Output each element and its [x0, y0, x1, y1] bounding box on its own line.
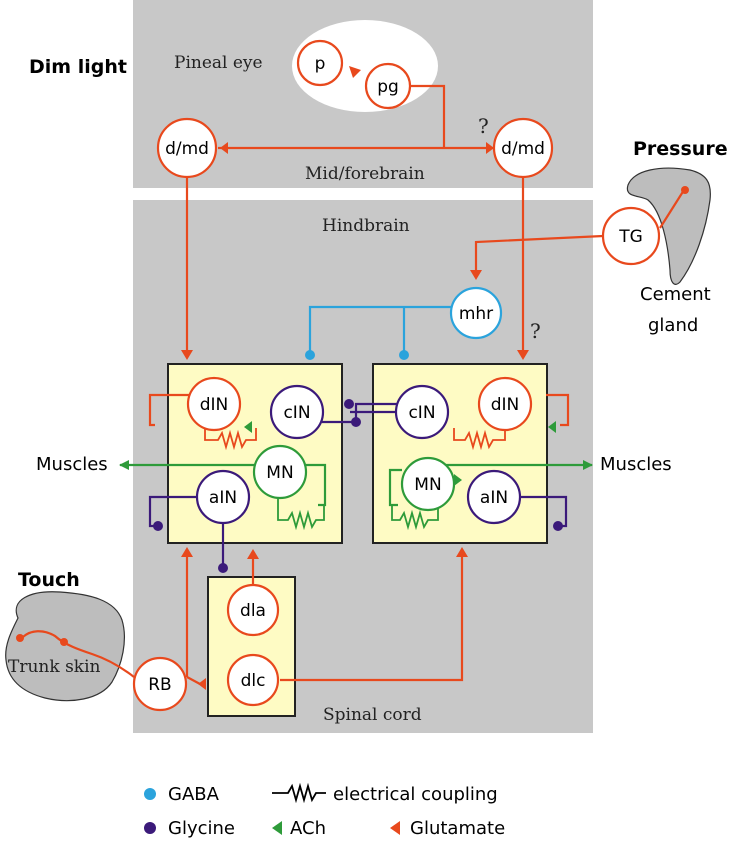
dlc-to-right-line [280, 552, 464, 682]
tg-afferent-line [659, 189, 685, 229]
glycine-synapse [153, 521, 163, 531]
glutamate-synapse [181, 547, 193, 557]
cement-gland-shape [626, 167, 711, 285]
electrical-coupling [204, 428, 257, 451]
legend-electrical-zigzag [272, 782, 326, 804]
ach-synapse [454, 474, 462, 486]
legend-ach-triangle [272, 821, 282, 835]
trunk-skin-afferent-line [19, 630, 135, 678]
neuron-din-left-label: dIN [200, 395, 229, 415]
glycine-synapse [553, 521, 563, 531]
neuron-dlc-label: dlc [241, 671, 266, 691]
glycine-synapse [351, 417, 361, 427]
legend-glutamate-triangle [390, 821, 400, 835]
pineal-eye-label: Pineal eye [174, 53, 263, 73]
legend-gaba-label: GABA [168, 784, 220, 805]
muscles-right-label: Muscles [600, 454, 672, 475]
neuron-p-label: p [315, 54, 326, 74]
din-left-recurrent-loop [148, 393, 192, 427]
electrical-coupling [453, 428, 506, 451]
neuron-ain-left [195, 469, 251, 525]
legend-electrical-label: electrical coupling [333, 784, 498, 805]
neuron-din-right [477, 376, 533, 432]
glutamate-synapse [247, 549, 259, 559]
neuron-mn-right-label: MN [414, 475, 441, 495]
gaba-synapse [305, 350, 315, 360]
legend-glycine-label: Glycine [168, 818, 235, 839]
electrical-coupling [277, 490, 325, 531]
touch-label: Touch [18, 569, 80, 591]
neuron-ain-right-label: aIN [480, 488, 508, 508]
neuron-rb [132, 656, 188, 712]
neuron-cin-right-label: cIN [408, 403, 435, 423]
glutamate-synapse [486, 142, 494, 154]
neuron-tg-label: TG [618, 227, 643, 247]
mid-forebrain-label: Mid/forebrain [305, 164, 425, 184]
neuron-p [296, 39, 344, 87]
neuron-dmd-right-label: d/md [501, 139, 545, 159]
legend-glutamate-label: Glutamate [410, 818, 505, 839]
hindbrain-label: Hindbrain [322, 216, 410, 236]
neuron-mhr-label: mhr [459, 304, 493, 324]
neuron-dlc [226, 653, 280, 707]
legend: GABA electrical coupling Glycine ACh Glu… [144, 782, 505, 839]
neuron-dla-label: dla [240, 601, 266, 621]
glutamate-synapse [470, 270, 482, 280]
ach-synapse [244, 421, 252, 433]
skin-afferent-terminal [60, 638, 68, 646]
ach-synapse [548, 421, 556, 433]
neuron-mn-right [400, 456, 456, 512]
neuron-dmd-left [156, 117, 218, 179]
glutamate-synapse [181, 350, 193, 360]
neuron-dmd-left-label: d/md [165, 139, 209, 159]
neuron-mn-left-label: MN [266, 463, 293, 483]
neuron-rb-label: RB [148, 675, 171, 695]
glutamate-synapse [517, 350, 529, 360]
neuron-dmd-right [492, 117, 554, 179]
skin-afferent-terminal [16, 634, 24, 642]
neuron-din-left [186, 376, 242, 432]
electrical-coupling [391, 490, 439, 531]
rb-to-dlc-line [186, 676, 201, 685]
cement-gland-label-line1: Cement [640, 284, 711, 305]
legend-ach-label: ACh [290, 818, 326, 839]
tg-to-mhr-line [474, 234, 604, 276]
glutamate-synapse [456, 547, 468, 557]
trunk-skin-label: Trunk skin [8, 657, 101, 677]
legend-gaba-dot [144, 788, 156, 800]
neuron-tg [601, 206, 661, 266]
dim-light-label: Dim light [29, 56, 127, 78]
mn-right-recurrent-loop [388, 468, 402, 507]
neuron-ain-left-label: aIN [209, 488, 237, 508]
neuron-mn-left [252, 444, 308, 500]
legend-glycine-dot [144, 822, 156, 834]
neuron-cin-left-label: cIN [283, 403, 310, 423]
mn-left-recurrent-loop [302, 463, 327, 507]
neuron-cin-left [269, 384, 325, 440]
spinal-cord-label: Spinal cord [323, 705, 422, 725]
trunk-skin-shape [5, 591, 125, 702]
pressure-label: Pressure [633, 138, 728, 160]
neuron-ain-right [466, 469, 522, 525]
pg-to-dmd-line [410, 84, 446, 148]
question-mark-right: ? [530, 319, 541, 343]
glutamate-synapse [349, 66, 361, 78]
cement-gland-label-line2: gland [648, 315, 698, 336]
din-right-recurrent-loop [546, 393, 570, 427]
glutamate-synapse [198, 678, 206, 690]
neuron-din-right-label: dIN [491, 395, 520, 415]
neuron-dla [226, 583, 280, 637]
neuron-pg [364, 62, 412, 110]
tg-afferent-terminal [681, 186, 689, 194]
glutamate-synapse [220, 142, 228, 154]
glycine-synapse [344, 399, 354, 409]
glycine-synapse [218, 563, 228, 573]
gaba-synapse [399, 350, 409, 360]
question-mark-top: ? [478, 114, 489, 138]
neuron-pg-label: pg [377, 77, 399, 97]
neuron-cin-right [394, 384, 450, 440]
neuron-mhr [449, 286, 503, 340]
muscles-left-label: Muscles [36, 454, 108, 475]
